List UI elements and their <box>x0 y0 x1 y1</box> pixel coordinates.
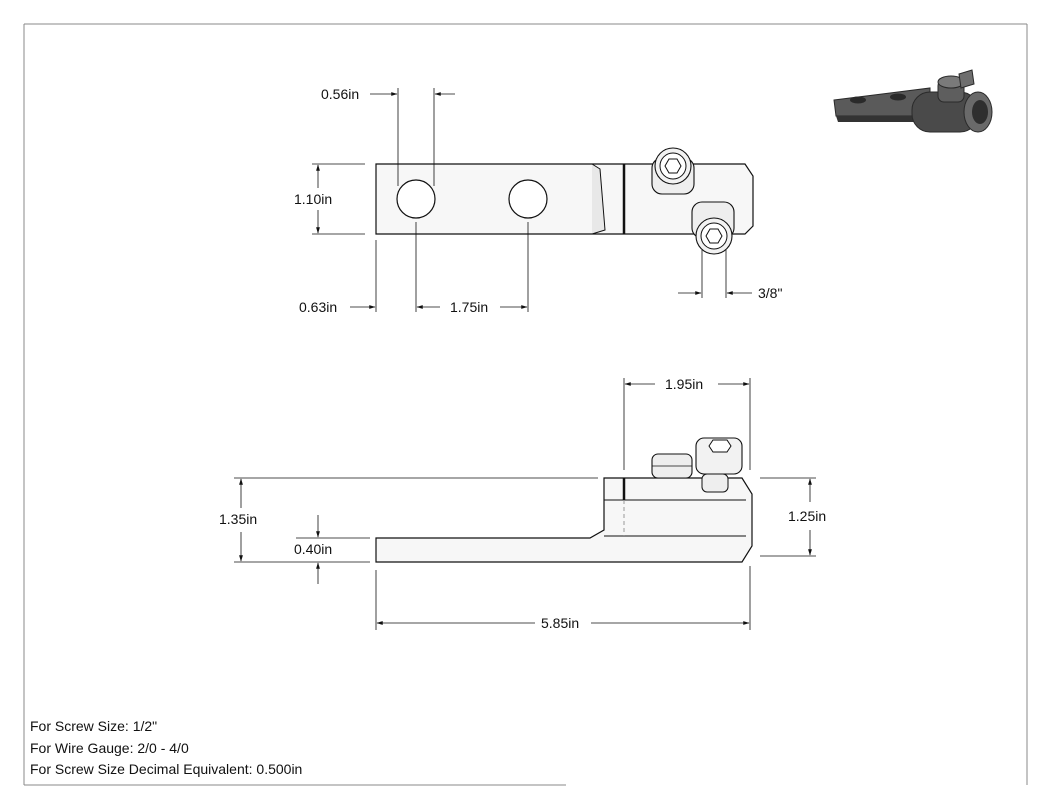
dim-barrel-length <box>623 378 751 470</box>
dim-bar-width <box>312 163 365 235</box>
spec-wire-gauge: For Wire Gauge: 2/0 - 4/0 <box>30 740 189 756</box>
spec-screw-size: For Screw Size: 1/2" <box>30 718 158 734</box>
label-hole-spacing: 1.75in <box>450 299 488 315</box>
sheet-border <box>23 23 1028 786</box>
side-view: 1.95in 1.35in 0.40in 1.25in <box>219 376 826 631</box>
dim-barrel-height <box>760 477 816 557</box>
barrel-step-top <box>591 163 606 235</box>
label-tongue-thickness: 0.40in <box>294 541 332 557</box>
label-hole-diameter: 0.56in <box>321 86 359 102</box>
label-overall-height: 1.35in <box>219 511 257 527</box>
set-screw-1-top <box>651 147 695 195</box>
set-screw-2-top <box>691 201 735 255</box>
isometric-render <box>833 69 993 133</box>
dim-screw-offset <box>678 250 752 298</box>
dim-hole-diameter <box>370 88 455 186</box>
dim-overall-length <box>375 566 751 630</box>
label-overall-length: 5.85in <box>541 615 579 631</box>
set-screw-1-side <box>651 453 693 479</box>
mounting-hole-2 <box>508 179 548 219</box>
mounting-hole-1 <box>396 179 436 219</box>
spec-screw-decimal: For Screw Size Decimal Equivalent: 0.500… <box>30 761 303 777</box>
label-barrel-length: 1.95in <box>665 376 703 392</box>
label-barrel-height: 1.25in <box>788 508 826 524</box>
dim-tongue-thickness <box>296 515 370 584</box>
dim-overall-height <box>234 477 598 563</box>
dim-edge-to-hole <box>350 222 529 312</box>
set-screw-2-side <box>695 437 743 493</box>
label-bar-width: 1.10in <box>294 191 332 207</box>
lug-body-side <box>375 477 753 563</box>
top-view: 0.56in 1.10in 0.63in 1.75in 3/8" <box>294 86 782 315</box>
label-screw-offset: 3/8" <box>758 285 782 301</box>
label-edge-to-hole: 0.63in <box>299 299 337 315</box>
